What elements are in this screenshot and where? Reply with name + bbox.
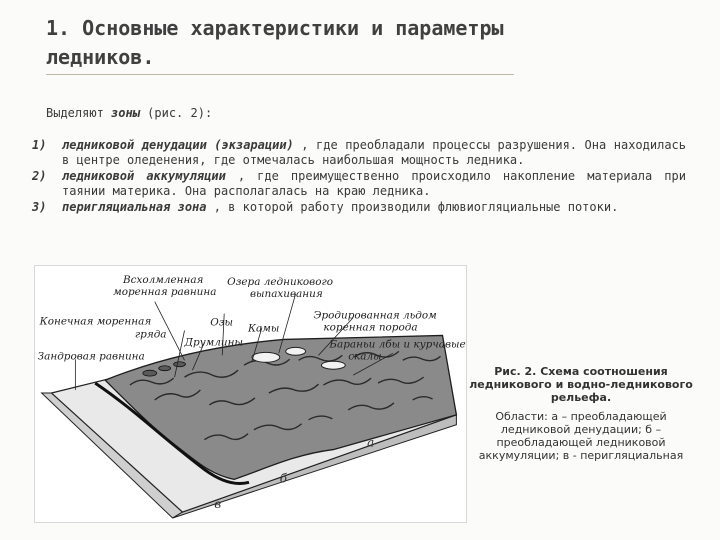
label-ozy: Озы: [210, 317, 233, 329]
relief-texture: [129, 350, 441, 441]
zones-list: 1) ледниковой денудации (экзарации) , гд…: [32, 138, 686, 216]
title-line-1: 1. Основные характеристики и параметры: [46, 16, 504, 40]
intro-suffix: (рис. 2):: [139, 106, 213, 120]
label-konechnaya-1: Конечная моренная: [39, 316, 152, 328]
label-konechnaya-2: гряда: [135, 328, 167, 340]
list-item-number: 2): [32, 169, 47, 183]
title-line-2: ледников.: [46, 45, 155, 69]
list-item: 3) перигляциальная зона , в которой рабо…: [32, 200, 686, 215]
list-item-term: перигляциальная зона: [62, 200, 207, 214]
caption-title: Рис. 2. Схема соотношения ледникового и …: [469, 365, 693, 404]
label-ozera-1: Озера ледникового: [227, 276, 333, 288]
label-zandrovaya: Зандровая равнина: [38, 350, 145, 362]
figure-caption: Рис. 2. Схема соотношения ледникового и …: [466, 365, 696, 462]
list-item: 1) ледниковой денудации (экзарации) , гд…: [32, 138, 686, 168]
label-barany-1: Бараньи лбы и курчавые: [328, 338, 465, 350]
list-item-text: , где преимущественно происходило накопл…: [62, 169, 686, 198]
scour-lakes: [251, 346, 346, 370]
diagram-svg: Всхолмленная моренная равнина Озера ледн…: [38, 274, 466, 519]
list-item-term: ледниковой денудации (экзарации): [62, 138, 294, 152]
glacial-relief-diagram: Всхолмленная моренная равнина Озера ледн…: [34, 265, 467, 523]
drumlins: [142, 361, 186, 377]
list-item-number: 1): [32, 138, 47, 152]
label-drumliny: Друмлины: [184, 336, 243, 348]
list-item-text: , в которой работу производили флювиогля…: [206, 200, 619, 214]
label-ozera-2: выпахивания: [250, 288, 323, 300]
label-vskholmlennaya-1: Всхолмленная: [122, 274, 204, 286]
intro-emphasis: зоны: [111, 106, 140, 120]
zone-letter-a: а: [367, 436, 374, 450]
list-item: 2) ледниковой аккумуляции , где преимуще…: [32, 169, 686, 199]
caption-body: Области: а – преобладающей ледниковой де…: [478, 410, 684, 462]
list-item-number: 3): [32, 200, 47, 214]
intro-text: Выделяют зоны (рис. 2):: [46, 106, 212, 120]
label-erodirovannaya-2: коренная порода: [323, 321, 417, 333]
label-kamy: Камы: [247, 322, 279, 334]
page-title: 1. Основные характеристики и параметры л…: [46, 14, 646, 72]
list-item-term: ледниковой аккумуляции: [62, 169, 226, 183]
label-vskholmlennaya-2: моренная равнина: [113, 286, 216, 298]
terminal-moraine-ridge: [94, 381, 250, 485]
intro-prefix: Выделяют: [46, 106, 112, 120]
zone-letter-v: в: [214, 497, 221, 511]
zone-letter-b: б: [280, 471, 288, 485]
label-erodirovannaya-1: Эродированная льдом: [314, 310, 437, 322]
label-barany-2: скалы: [348, 350, 381, 362]
title-underline: [46, 74, 514, 75]
leader-lines: [74, 293, 394, 391]
list-item-text: , где преобладали процессы разрушения. О…: [62, 138, 686, 167]
